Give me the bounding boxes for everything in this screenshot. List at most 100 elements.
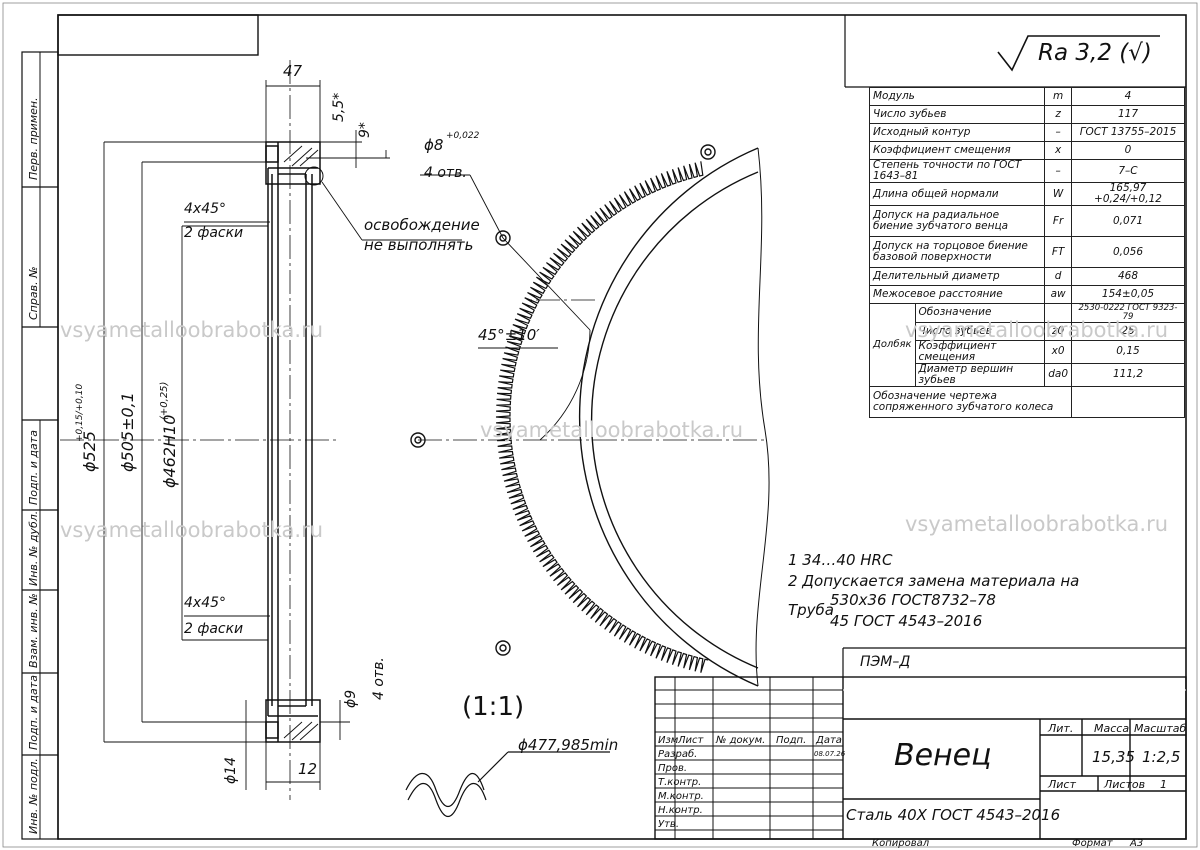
role-checker: Пров. <box>658 763 688 774</box>
side-label-4: Инв. № дубл. <box>27 510 40 586</box>
role-norm-control: Н.контр. <box>658 805 703 816</box>
note-2: 2 Допускается замена материала на <box>788 572 1080 590</box>
dim-min-diameter: ϕ477,985min <box>518 736 619 754</box>
dim-dia-14: ϕ14 <box>223 756 239 784</box>
watermark-5: vsyametalloobrabotka.ru <box>905 318 1169 342</box>
mass-value: 15,35 <box>1092 748 1135 766</box>
param-symbol: m <box>1044 87 1072 106</box>
param-name: Степень точности по ГОСТ 1643–81 <box>868 158 1046 184</box>
mate-name: Диаметр вершин зубьев <box>914 362 1046 387</box>
scale-mark: (1:1) <box>462 692 525 722</box>
watermark-4: vsyametalloobrabotka.ru <box>905 512 1169 536</box>
param-name: Модуль <box>868 87 1046 106</box>
sheets-label: Листов <box>1104 778 1146 791</box>
mating-row: Обозначение чертежа сопряженного зубчато… <box>869 385 1185 418</box>
mate-symbol: x0 <box>1044 339 1072 364</box>
mating-value <box>1071 385 1185 418</box>
param-name: Допуск на торцовое биение базовой поверх… <box>868 236 1046 269</box>
param-row: Допуск на торцовое биение базовой поверх… <box>868 236 1185 269</box>
note-3: 530х36 ГОСТ8732–78 <box>830 591 996 609</box>
gear-teeth <box>495 161 709 673</box>
roughness-mark: Ra 3,2 (√) <box>1038 40 1152 66</box>
chamfer-bottom-count: 2 фаски <box>184 621 244 637</box>
param-symbol: aw <box>1044 285 1072 305</box>
param-row: Исходный контур–ГОСТ 13755–2015 <box>868 123 1185 142</box>
param-symbol: W <box>1044 182 1072 207</box>
dim-dia-462-tol: (+0,25) <box>159 381 170 420</box>
hole-8-count: 4 отв. <box>424 165 467 181</box>
side-label-7: Инв. № подл. <box>27 758 40 834</box>
param-value: ГОСТ 13755–2015 <box>1071 123 1185 142</box>
dim-dia-9: ϕ9 <box>343 689 359 708</box>
chamfer-top-count: 2 фаски <box>184 225 244 241</box>
dim-12: 12 <box>298 760 318 778</box>
param-name: Делительный диаметр <box>868 267 1046 287</box>
mate-label: Долбяк <box>869 303 916 387</box>
param-value: 0,056 <box>1071 236 1185 269</box>
mate-name: Коэффициент смещения <box>914 339 1046 364</box>
side-label-1: Перв. примен. <box>27 97 40 180</box>
param-name: Длина общей нормали <box>868 182 1046 207</box>
hdr-doc: № докум. <box>716 735 766 746</box>
gear-view <box>410 144 770 687</box>
part-name: Венец <box>894 738 992 773</box>
param-name: Число зубьев <box>868 105 1046 124</box>
param-symbol: z <box>1044 105 1072 124</box>
param-value: 117 <box>1071 105 1185 124</box>
drawing-code: ПЭМ–Д <box>860 654 911 670</box>
chamfer-top: 4x45° <box>184 201 227 217</box>
param-name: Допуск на радиальное биение зубчатого ве… <box>868 205 1046 238</box>
mate-value: 0,15 <box>1071 339 1185 364</box>
param-value: 0 <box>1071 141 1185 160</box>
material: Сталь 40Х ГОСТ 4543–2016 <box>846 806 1061 824</box>
dim-dia-505: ϕ505±0,1 <box>118 392 137 472</box>
hole-8-tol: +0,022 <box>446 131 480 141</box>
dim-9: 9* <box>357 122 373 138</box>
role-m-control: М.контр. <box>658 791 704 802</box>
sheets-value: 1 <box>1160 778 1167 791</box>
param-symbol: d <box>1044 267 1072 287</box>
note-4: Труба <box>788 601 835 619</box>
chamfer-bottom: 4x45° <box>184 595 227 611</box>
note-1: 1 34…40 HRC <box>788 551 893 569</box>
sheet-label: Лист <box>1048 778 1076 791</box>
mate-symbol: da0 <box>1044 362 1072 387</box>
param-value: 7–С <box>1071 158 1185 184</box>
param-value: 154±0,05 <box>1071 285 1185 305</box>
param-row: Степень точности по ГОСТ 1643–81–7–С <box>868 158 1185 184</box>
param-value: 165,97 +0,24/+0,12 <box>1071 182 1185 207</box>
param-symbol: Fr <box>1044 205 1072 238</box>
release-note-2: не выполнять <box>364 236 474 254</box>
dim-dia-462: ϕ462H10 <box>160 414 179 488</box>
watermark-1: vsyametalloobrabotka.ru <box>60 318 324 342</box>
mating-label: Обозначение чертежа сопряженного зубчато… <box>869 385 1072 418</box>
note-5: 45 ГОСТ 4543–2016 <box>830 612 983 630</box>
angle-dim: 45°±10′ <box>478 326 540 344</box>
hole-8: ϕ8 <box>424 136 444 154</box>
hdr-date: Дата <box>816 735 842 746</box>
dim-dia-9-count: 4 отв. <box>371 657 387 700</box>
hdr-list: Лист <box>678 735 704 746</box>
dim-5-5: 5,5* <box>331 92 347 122</box>
side-label-3: Подп. и дата <box>27 430 40 505</box>
param-symbol: – <box>1044 123 1072 142</box>
side-label-5: Взам. инв. № <box>27 593 40 668</box>
param-symbol: – <box>1044 158 1072 184</box>
dim-width: 47 <box>283 62 303 80</box>
param-name: Исходный контур <box>868 123 1046 142</box>
param-name: Коэффициент смещения <box>868 141 1046 160</box>
section-view <box>265 141 324 743</box>
format-label: Формат <box>1072 838 1113 849</box>
lit-label: Лит. <box>1048 722 1074 735</box>
param-row: Допуск на радиальное биение зубчатого ве… <box>868 205 1185 238</box>
